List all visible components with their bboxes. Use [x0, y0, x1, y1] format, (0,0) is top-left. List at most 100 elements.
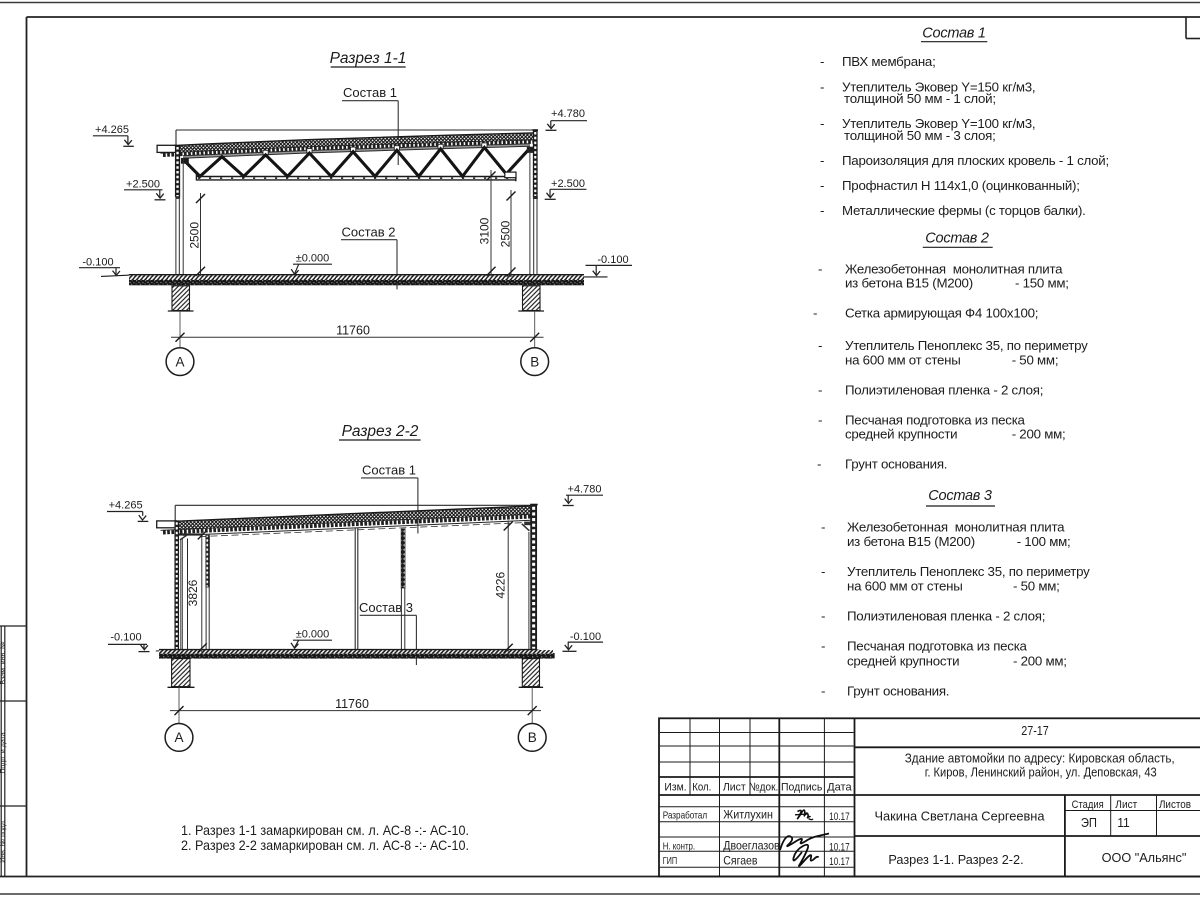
svg-text:-: - — [820, 116, 824, 131]
svg-text:Стадия: Стадия — [1072, 799, 1104, 811]
svg-text:10.17: 10.17 — [829, 842, 850, 854]
svg-text:Лист: Лист — [1115, 799, 1137, 811]
svg-text:Листов: Листов — [1159, 799, 1191, 811]
svg-text:±0.000: ±0.000 — [296, 253, 330, 265]
svg-text:Подп. и дата: Подп. и дата — [0, 732, 7, 773]
svg-text:Разрез 2-2: Разрез 2-2 — [342, 423, 419, 440]
svg-text:средней крупности: средней крупности — [845, 427, 957, 442]
svg-text:Житлухин: Житлухин — [723, 809, 773, 822]
svg-text:Состав 1: Состав 1 — [343, 85, 397, 100]
svg-text:3826: 3826 — [186, 579, 200, 606]
svg-text:Утеплитель Пеноплекс 35, по пе: Утеплитель Пеноплекс 35, по периметру — [845, 338, 1088, 353]
svg-text:-0.100: -0.100 — [110, 631, 141, 643]
svg-text:Состав 2: Состав 2 — [342, 224, 396, 239]
svg-text:Состав 1: Состав 1 — [362, 462, 416, 477]
svg-text:Чакина Светлана Сергеевна: Чакина Светлана Сергеевна — [875, 809, 1045, 823]
svg-text:ПВХ мембрана;: ПВХ мембрана; — [842, 54, 936, 69]
svg-text:Здание автомойки по адресу: Ки: Здание автомойки по адресу: Кировская об… — [905, 752, 1175, 766]
svg-text:-0.100: -0.100 — [82, 256, 113, 268]
svg-text:- 50 мм;: - 50 мм; — [1013, 579, 1060, 594]
svg-text:-: - — [821, 564, 825, 579]
svg-text:Разработал: Разработал — [663, 810, 707, 822]
svg-text:-: - — [818, 412, 822, 427]
svg-text:Лист: Лист — [723, 781, 746, 793]
svg-text:Пароизоляция для плоских крове: Пароизоляция для плоских кровель - 1 сло… — [842, 153, 1109, 168]
svg-text:Взам. инв. №: Взам. инв. № — [0, 641, 7, 684]
svg-text:-: - — [818, 382, 822, 397]
svg-text:Песчаная подготовка из песка: Песчаная подготовка из песка — [845, 412, 1026, 427]
svg-text:+2.500: +2.500 — [551, 178, 585, 190]
svg-text:-0.100: -0.100 — [570, 631, 601, 643]
svg-text:-: - — [813, 305, 817, 320]
svg-text:11: 11 — [1117, 816, 1130, 830]
svg-text:27-17: 27-17 — [1021, 723, 1049, 738]
svg-text:10.17: 10.17 — [829, 811, 850, 823]
svg-text:Кол.: Кол. — [692, 781, 711, 793]
svg-text:-: - — [820, 178, 824, 193]
svg-text:- 100 мм;: - 100 мм; — [1017, 534, 1071, 549]
svg-text:-: - — [817, 456, 821, 471]
svg-text:ГИП: ГИП — [663, 856, 678, 867]
svg-text:Разрез 1-1: Разрез 1-1 — [330, 50, 407, 67]
svg-text:толщиной 50 мм - 1 слой;: толщиной 50 мм - 1 слой; — [844, 91, 996, 106]
svg-text:+4.780: +4.780 — [551, 108, 585, 120]
svg-text:-0.100: -0.100 — [597, 254, 628, 266]
svg-text:Подпись: Подпись — [781, 781, 822, 793]
svg-text:на 600 мм от стены: на 600 мм от стены — [845, 352, 961, 367]
svg-text:Железобетонная монолитная пли: Железобетонная монолитная плита — [845, 261, 1063, 276]
svg-text:2500: 2500 — [187, 222, 201, 249]
svg-text:на 600 мм от стены: на 600 мм от стены — [847, 579, 963, 594]
svg-text:г. Киров, Ленинский район, ул.: г. Киров, Ленинский район, ул. Деповская… — [925, 766, 1157, 780]
svg-text:- 50 мм;: - 50 мм; — [1012, 352, 1059, 367]
svg-text:-: - — [821, 520, 825, 535]
svg-text:средней крупности: средней крупности — [847, 654, 959, 669]
svg-text:2500: 2500 — [499, 220, 513, 247]
svg-text:Грунт основания.: Грунт основания. — [847, 684, 949, 699]
svg-text:из бетона В15 (М200): из бетона В15 (М200) — [847, 534, 975, 549]
svg-text:А: А — [174, 730, 183, 745]
svg-text:Железобетонная монолитная пли: Железобетонная монолитная плита — [847, 520, 1065, 535]
svg-text:±0.000: ±0.000 — [296, 629, 330, 641]
svg-text:ООО "Альянс": ООО "Альянс" — [1102, 851, 1187, 865]
svg-text:Инв. № подл.: Инв. № подл. — [0, 819, 7, 863]
svg-text:- 150 мм;: - 150 мм; — [1015, 276, 1069, 291]
svg-text:Грунт основания.: Грунт основания. — [845, 456, 947, 471]
svg-text:Профнастил Н 114х1,0 (оцинкова: Профнастил Н 114х1,0 (оцинкованный); — [842, 178, 1080, 193]
svg-text:№док.: №док. — [749, 781, 778, 793]
svg-text:+4.265: +4.265 — [109, 499, 143, 511]
svg-text:В: В — [530, 354, 539, 369]
svg-text:из бетона В15 (М200): из бетона В15 (М200) — [845, 276, 973, 291]
svg-text:Состав 3: Состав 3 — [359, 600, 413, 615]
svg-text:+4.780: +4.780 — [568, 483, 602, 495]
svg-text:- 200 мм;: - 200 мм; — [1013, 654, 1067, 669]
svg-text:Песчаная подготовка из песка: Песчаная подготовка из песка — [847, 639, 1028, 654]
svg-text:+4.265: +4.265 — [95, 124, 129, 136]
svg-text:Изм.: Изм. — [664, 781, 686, 793]
svg-text:-: - — [820, 203, 824, 218]
svg-text:Сетка армирующая Ф4 100х100;: Сетка армирующая Ф4 100х100; — [845, 305, 1038, 320]
svg-text:Дата: Дата — [827, 781, 852, 793]
svg-text:Металлические фермы (с торцов: Металлические фермы (с торцов балки). — [842, 203, 1086, 218]
svg-text:Утеплитель Пеноплекс 35, по пе: Утеплитель Пеноплекс 35, по периметру — [847, 564, 1090, 579]
svg-text:2. Разрез 2-2 замаркирован см.: 2. Разрез 2-2 замаркирован см. л. АС-8 -… — [181, 838, 469, 853]
svg-text:Двоеглазов: Двоеглазов — [723, 840, 779, 853]
svg-text:- 200 мм;: - 200 мм; — [1012, 427, 1066, 442]
svg-text:толщиной 50 мм - 3 слоя;: толщиной 50 мм - 3 слоя; — [844, 128, 996, 143]
svg-text:Полиэтиленовая пленка - 2 слоя: Полиэтиленовая пленка - 2 слоя; — [845, 382, 1043, 397]
svg-text:Утеплитель Эковер Y=100 кг/м3,: Утеплитель Эковер Y=100 кг/м3, — [842, 116, 1035, 131]
svg-text:Состав 3: Состав 3 — [928, 488, 992, 504]
svg-text:-: - — [821, 684, 825, 699]
svg-text:Разрез 1-1. Разрез 2-2.: Разрез 1-1. Разрез 2-2. — [888, 853, 1023, 867]
svg-text:ЭП: ЭП — [1081, 816, 1097, 830]
svg-text:-: - — [818, 261, 822, 276]
svg-text:Н. контр.: Н. контр. — [663, 842, 695, 853]
svg-text:-: - — [821, 609, 825, 624]
svg-text:Состав 2: Состав 2 — [925, 231, 989, 247]
svg-text:-: - — [821, 639, 825, 654]
svg-text:4226: 4226 — [493, 572, 507, 599]
svg-text:Состав 1: Состав 1 — [922, 26, 985, 42]
svg-text:-: - — [820, 54, 824, 69]
svg-text:Полиэтиленовая пленка - 2 слоя: Полиэтиленовая пленка - 2 слоя; — [847, 609, 1045, 624]
svg-text:3100: 3100 — [478, 217, 492, 244]
svg-text:+2.500: +2.500 — [126, 179, 160, 191]
